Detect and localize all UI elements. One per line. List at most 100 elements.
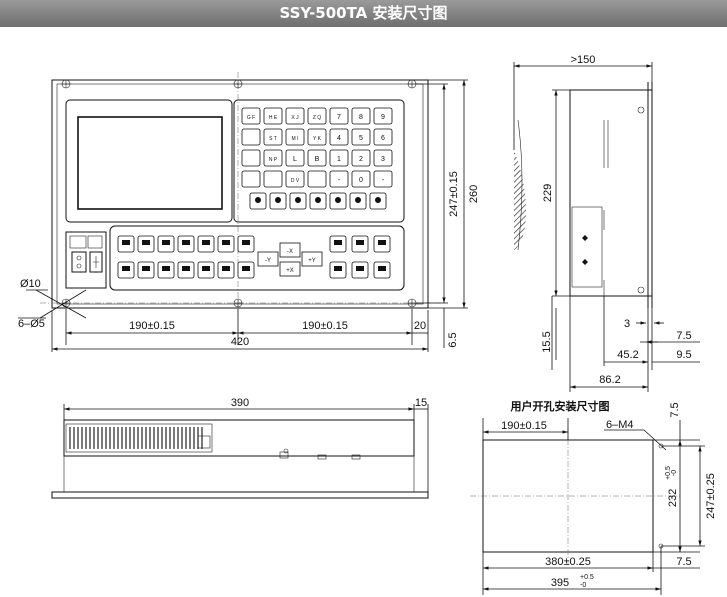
lower-key-glyph-icon (202, 266, 210, 271)
lower-key-glyph-icon (334, 240, 342, 245)
keypad-key-button[interactable] (373, 128, 393, 146)
bottom-view: 390 15 (51, 397, 429, 499)
keypad-key-button[interactable] (351, 149, 371, 167)
jog-minus-x-label: -X (287, 249, 293, 255)
keypad-key-label: Y K (313, 136, 322, 142)
cutout-inner-width-dim: 380±0.25 (545, 556, 591, 568)
keypad-key-button[interactable] (329, 170, 349, 188)
keypad-key-label: 6 (381, 135, 385, 142)
side-height-dim: 229 (542, 184, 554, 202)
keypad-key-label: N P (269, 157, 278, 163)
cutout-view: 用户开孔安装尺寸图 190±0.15 6–M4 7.5 232 +0.5 -0 … (470, 399, 717, 595)
jog-plus-x-button[interactable] (279, 261, 301, 277)
keypad-key-button[interactable] (263, 128, 283, 146)
keypad-key-button[interactable] (285, 149, 305, 167)
hole-height-dim: 247±0.15 (448, 171, 460, 217)
keypad-key-label: 7 (337, 114, 341, 121)
wall-hatch (514, 150, 526, 250)
jog-plus-x-label: +X (286, 268, 294, 274)
keypad-key-label: - (338, 177, 341, 184)
cutout-inner-height-tol-top: +0.5 (665, 466, 672, 480)
cutout-holes-label: 6–M4 (606, 419, 634, 431)
right-margin-dim: 20 (414, 320, 426, 332)
keypad-key-button[interactable] (351, 170, 371, 188)
lower-key-glyph-icon (202, 240, 210, 245)
drawing-title: SSY-500TA 安装尺寸图 (279, 4, 448, 22)
lower-key-glyph-icon (142, 266, 150, 271)
hole-count-label: 6–Ø5 (18, 318, 45, 330)
cutout-title: 用户开孔安装尺寸图 (511, 399, 610, 413)
keypad-key-button[interactable] (285, 128, 305, 146)
cutout-outer-width-tol-bottom: -0 (580, 582, 586, 589)
keypad-key-label: 1 (337, 156, 341, 163)
jog-minus-x-button[interactable] (279, 242, 301, 258)
jog-plus-y-label: +Y (308, 258, 316, 264)
keypad-key-button[interactable] (373, 170, 393, 188)
keypad-key-button[interactable] (329, 149, 349, 167)
keypad-key-button[interactable] (285, 170, 305, 188)
flange-dim: 15 (415, 397, 427, 409)
keypad-key-button[interactable] (373, 107, 393, 125)
keypad-key-button[interactable] (285, 107, 305, 125)
function-glyph-icon (375, 197, 381, 203)
keypad-key-button[interactable] (263, 170, 283, 188)
keypad-key-label: 0 (359, 177, 363, 184)
keypad-key-label: S T (269, 136, 277, 142)
cutout-outer-width-dim: 395 (551, 577, 569, 589)
lower-key-glyph-icon (162, 240, 170, 245)
keypad-frame (233, 99, 405, 223)
bottom-body (63, 419, 415, 457)
lcd-bezel (65, 99, 233, 223)
keypad-key-label: M I (292, 136, 299, 142)
lower-key-glyph-icon (142, 240, 150, 245)
title-banner: SSY-500TA 安装尺寸图 (0, 0, 727, 27)
cutout-right-margin-dim: 7.5 (676, 556, 691, 568)
offset-b-dim: 45.2 (617, 349, 638, 361)
jog-plus-y-button[interactable] (301, 251, 323, 267)
keypad-key-button[interactable] (241, 107, 261, 125)
keypad-key-label: 3 (381, 156, 385, 163)
offset-c-dim: 9.5 (676, 349, 691, 361)
keypad-key-button[interactable] (307, 170, 327, 188)
function-glyph-icon (255, 197, 261, 203)
screw-icon (233, 298, 243, 308)
keypad-key-button[interactable] (241, 149, 261, 167)
keypad-key-button[interactable] (307, 107, 327, 125)
keypad-key-label: D V (291, 178, 300, 184)
cutout-top-margin-dim: 7.5 (669, 402, 681, 417)
screw-icon (233, 79, 243, 89)
keypad-key-label: H E (269, 115, 278, 121)
jog-keys: -X +X -Y +Y (257, 242, 323, 277)
keypad-key-button[interactable] (241, 128, 261, 146)
keypad-key-button[interactable] (351, 107, 371, 125)
keypad-key-button[interactable] (329, 128, 349, 146)
lower-key-glyph-icon (378, 266, 386, 271)
cutout-span-dim: 190±0.15 (501, 420, 547, 432)
keypad-key-button[interactable] (373, 149, 393, 167)
side-view: >150 229 15.5 3 7.5 45.2 9.5 86.2 (513, 54, 700, 392)
cutout-inner-height-tol-bottom: -0 (671, 470, 678, 476)
keypad-key-button[interactable] (329, 107, 349, 125)
screw-icon (61, 79, 71, 89)
lower-key-glyph-icon (162, 266, 170, 271)
side-body (569, 89, 653, 297)
keypad-key-button[interactable] (351, 128, 371, 146)
function-key-row (249, 192, 387, 210)
keypad-key-button[interactable] (307, 128, 327, 146)
bottom-flange (51, 491, 429, 499)
span-left-dim: 190±0.15 (129, 320, 175, 332)
jog-minus-y-button[interactable] (257, 251, 279, 267)
keypad-key-label: 5 (359, 135, 363, 142)
gap-dim: 3 (624, 318, 630, 330)
vent-slots (69, 427, 203, 449)
keypad-key-button[interactable] (241, 170, 261, 188)
cutout-inner-height-dim: 232 (667, 489, 679, 507)
keypad-key-label: 2 (359, 156, 363, 163)
keypad-key-label: L (293, 156, 297, 163)
keypad-key-button[interactable] (263, 107, 283, 125)
lower-key-glyph-icon (182, 266, 190, 271)
usb-port-icon (89, 251, 103, 273)
keypad-key-button[interactable] (263, 149, 283, 167)
keypad-key-button[interactable] (307, 149, 327, 167)
